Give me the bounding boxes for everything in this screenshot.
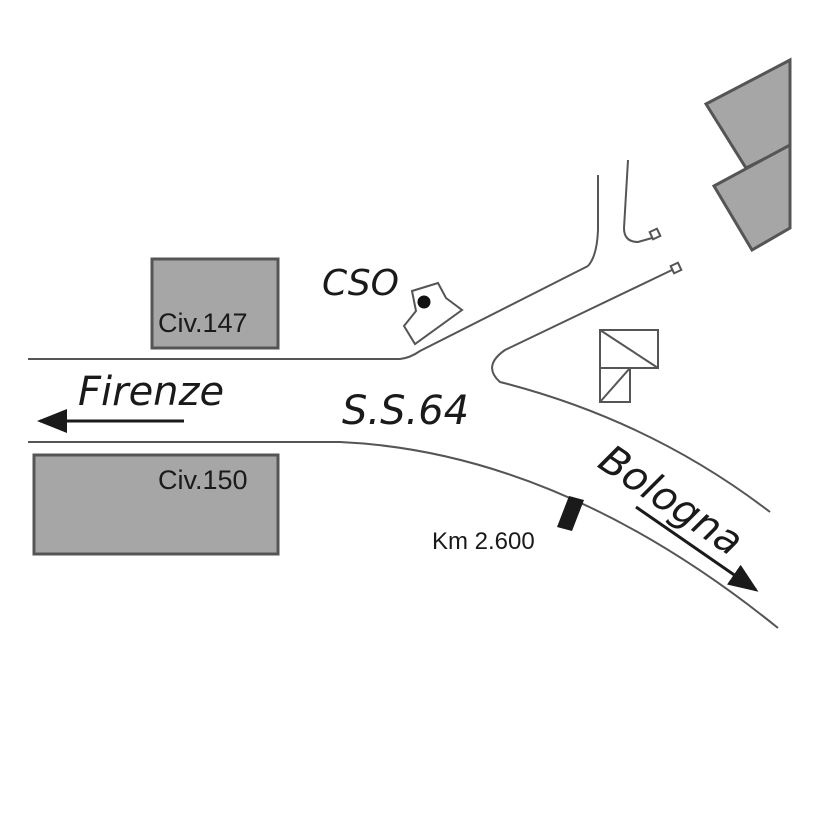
side-road-east-edge [622,159,653,244]
small-structures [599,329,659,403]
firenze-label: Firenze [78,369,224,415]
island-edge [491,269,771,513]
cso-label: CSO [322,263,399,304]
km-marker-post [557,496,584,531]
building-ne-lower [711,142,792,253]
arrow-southeast [635,505,759,592]
island-post [669,261,683,275]
road-name-label: S.S.64 [342,388,469,434]
building-civ-150 [32,453,280,556]
km-label: Km 2.600 [432,528,535,555]
road-south-edge [28,441,779,629]
cso-station-dot [417,295,431,309]
bologna-label: Bologna [590,436,751,565]
civ-150-label: Civ.150 [158,465,248,495]
building-civ-147 [150,257,280,350]
side-road-post [648,227,662,241]
cso-station-symbol [402,281,464,346]
side-road-west-edge [587,175,599,267]
road-north-edge [28,265,589,360]
civ-147-label: Civ.147 [158,308,248,338]
